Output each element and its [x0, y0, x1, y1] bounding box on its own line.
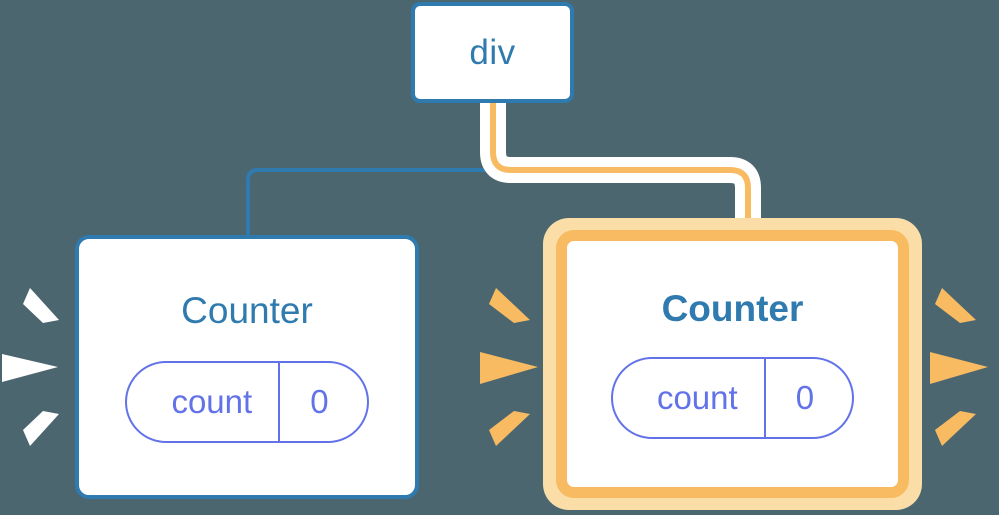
edge-div-to-counter-right	[490, 100, 751, 236]
sparkle-ray-lower	[935, 411, 976, 446]
counter-left-state-value: 0	[278, 362, 366, 441]
counter-left-state-pill: count 0	[125, 360, 369, 443]
sparkle-burst-icon-left	[2, 282, 72, 452]
sparkle-ray-middle	[2, 354, 58, 382]
counter-right-state-key: count	[656, 379, 738, 416]
counter-right-state-value: 0	[763, 358, 852, 437]
counter-right-state-pill: count 0	[610, 356, 855, 439]
div-node[interactable]: div	[411, 2, 574, 103]
sparkle-ray-middle	[930, 352, 988, 384]
counter-left-node[interactable]: Counter count 0	[75, 235, 419, 499]
counter-left-state-key: count	[171, 383, 253, 420]
sparkle-burst-icon-middle	[480, 282, 550, 452]
counter-right-title: Counter	[661, 287, 804, 329]
sparkle-ray-upper	[489, 288, 530, 323]
div-node-label: div	[469, 33, 516, 72]
sparkle-ray-upper	[23, 288, 59, 323]
sparkle-ray-lower	[23, 411, 59, 446]
counter-left-title: Counter	[181, 289, 313, 331]
edge-div-to-counter-left	[246, 101, 495, 239]
sparkle-ray-lower	[489, 411, 530, 446]
sparkle-burst-icon-right	[930, 282, 999, 452]
counter-right-node[interactable]: Counter count 0	[556, 230, 909, 498]
sparkle-ray-upper	[935, 288, 976, 323]
sparkle-ray-middle	[480, 352, 538, 384]
